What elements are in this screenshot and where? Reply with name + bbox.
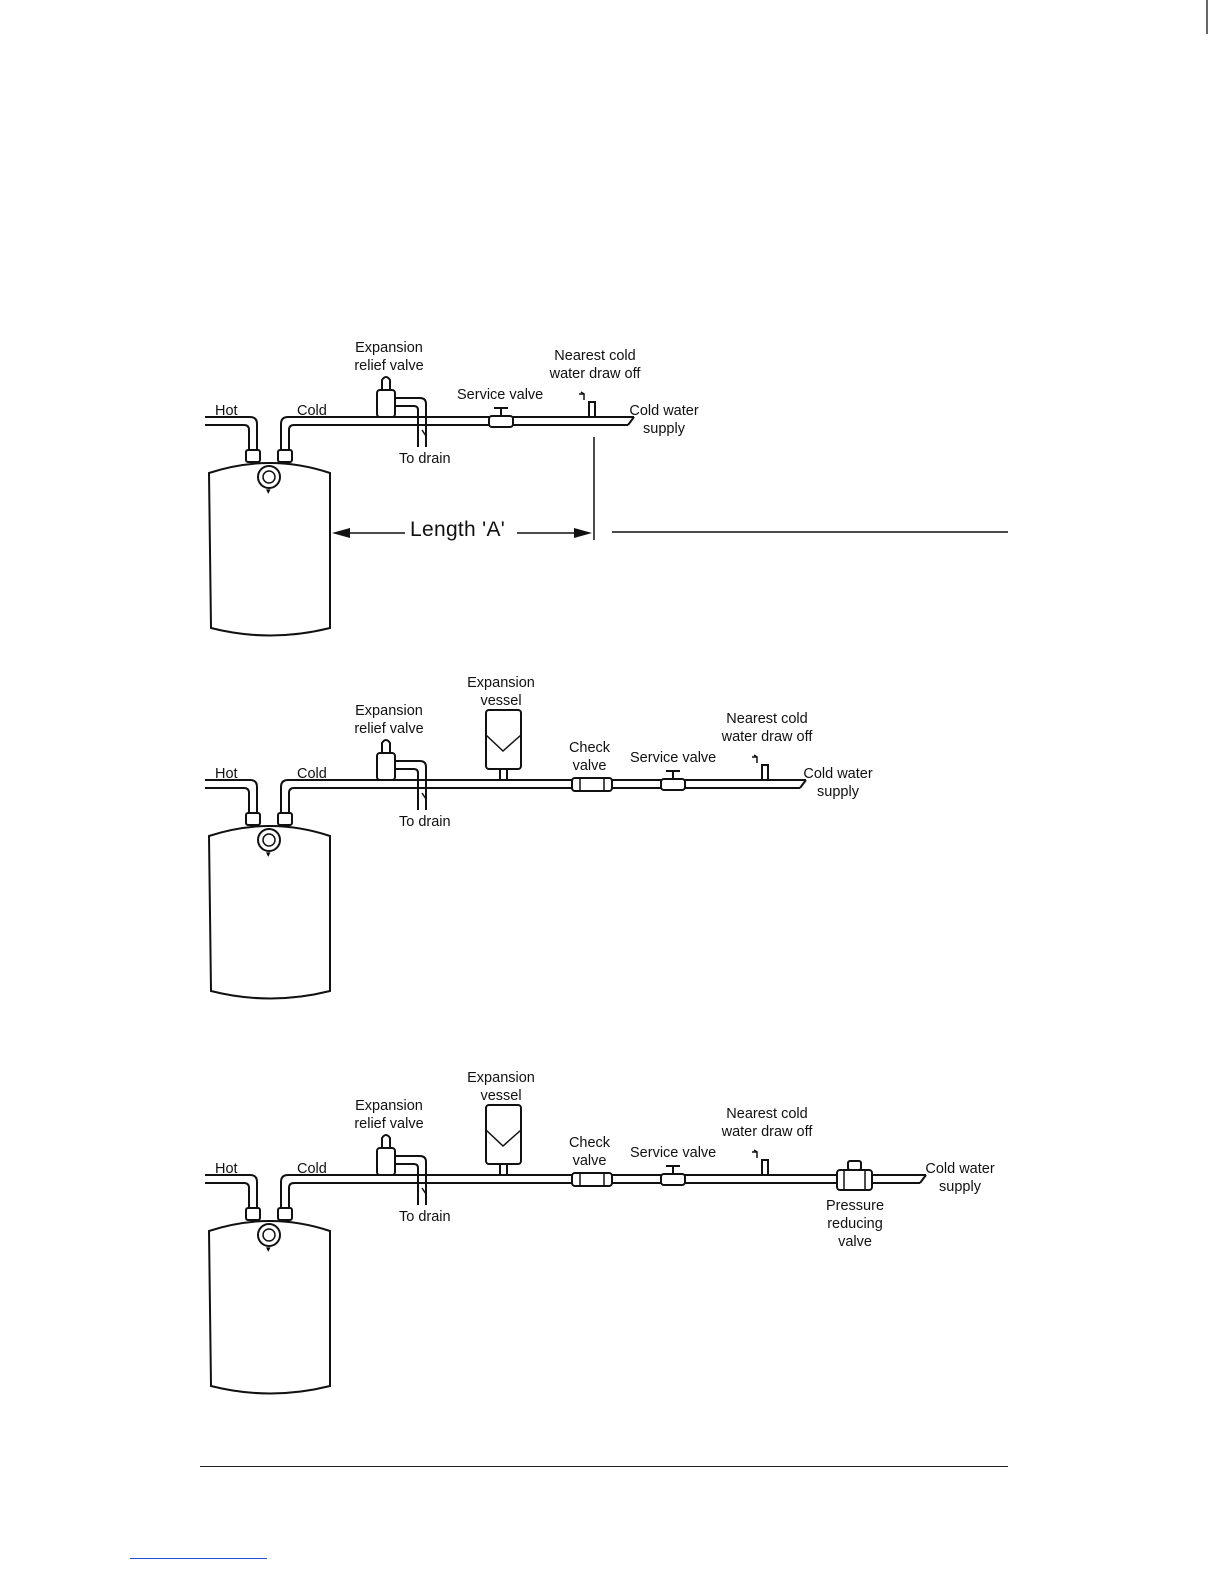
- hot-label: Hot: [215, 766, 238, 782]
- length-a-arrow-left: [332, 528, 350, 538]
- diagram-2-drawing: ▾: [205, 709, 807, 1000]
- hot-pipe: [205, 779, 258, 822]
- cold-label: Cold: [297, 403, 327, 419]
- expansion-vessel-body: [485, 709, 522, 770]
- footer-rule: [200, 1466, 1008, 1467]
- cold-water-supply-label: Cold water supply: [925, 1161, 995, 1195]
- thermostat-dial: [257, 465, 281, 489]
- water-heater-cylinder: [207, 1220, 331, 1395]
- cold-pipe-fitting: [277, 1207, 293, 1221]
- drain-pipe: [395, 760, 427, 810]
- check-valve-body: [571, 777, 613, 792]
- cold-water-supply-label: Cold water supply: [803, 766, 873, 800]
- expansion-vessel-body: [485, 1104, 522, 1165]
- hot-pipe: [205, 416, 258, 459]
- cold-label: Cold: [297, 766, 327, 782]
- page-corner-mark: [1206, 0, 1208, 34]
- hot-pipe-fitting: [245, 449, 261, 463]
- check-valve-label: Check valve: [568, 740, 611, 774]
- service-valve-body: [660, 1173, 686, 1186]
- drain-pipe: [395, 397, 427, 447]
- installation-diagram-with-pressure-reducing-valve: ▾ Hot Cold Expansion relief valve To dra…: [0, 1068, 1224, 1448]
- drain-pipe: [395, 1155, 427, 1205]
- expansion-relief-valve-body: [376, 1147, 396, 1176]
- diagram-1-drawing: ▾: [205, 376, 1008, 637]
- hot-pipe: [205, 1174, 258, 1217]
- expansion-relief-valve-label: Expansion relief valve: [354, 1098, 424, 1132]
- nearest-cold-draw-off-label: Nearest cold water draw off: [549, 348, 641, 382]
- to-drain-label: To drain: [399, 814, 451, 830]
- expansion-relief-valve-body: [376, 389, 396, 418]
- footer-link-underline: [130, 1558, 267, 1559]
- to-drain-label: To drain: [399, 1209, 451, 1225]
- cold-pipe-fitting: [277, 812, 293, 826]
- draw-off-pipe: [761, 764, 769, 780]
- draw-off-pipe: [588, 401, 596, 417]
- pressure-reducing-valve-label: Pressure reducing valve: [825, 1198, 885, 1250]
- expansion-relief-valve-body: [376, 752, 396, 781]
- cold-label: Cold: [297, 1161, 327, 1177]
- installation-diagram-basic: ▾ Hot Cold Expansion relief valve To dra…: [0, 310, 1224, 690]
- cold-pipe: [280, 1174, 927, 1217]
- cold-pipe: [280, 779, 806, 822]
- expansion-vessel-label: Expansion vessel: [467, 1070, 535, 1104]
- hot-pipe-fitting: [245, 1207, 261, 1221]
- pressure-reducing-valve-body: [836, 1169, 873, 1191]
- thermostat-dial: [257, 828, 281, 852]
- cold-water-supply-label: Cold water supply: [629, 403, 699, 437]
- length-a-arrow-right: [574, 528, 592, 538]
- check-valve-label: Check valve: [568, 1135, 611, 1169]
- expansion-vessel-label: Expansion vessel: [467, 675, 535, 709]
- hot-pipe-fitting: [245, 812, 261, 826]
- cold-pipe: [280, 416, 634, 459]
- service-valve-label: Service valve: [630, 750, 717, 766]
- hot-label: Hot: [215, 1161, 238, 1177]
- water-heater-cylinder: [207, 462, 331, 637]
- diagram-3-drawing: ▾: [205, 1104, 927, 1395]
- nearest-cold-draw-off-label: Nearest cold water draw off: [721, 1106, 813, 1140]
- service-valve-label: Service valve: [457, 387, 544, 403]
- service-valve-body: [660, 778, 686, 791]
- length-a-label: Length 'A': [410, 518, 506, 541]
- nearest-cold-draw-off-label: Nearest cold water draw off: [721, 711, 813, 745]
- svg-text:▾: ▾: [266, 850, 271, 860]
- service-valve-label: Service valve: [630, 1145, 717, 1161]
- svg-text:▾: ▾: [266, 487, 271, 497]
- to-drain-label: To drain: [399, 451, 451, 467]
- check-valve-body: [571, 1172, 613, 1187]
- svg-text:▾: ▾: [266, 1245, 271, 1255]
- expansion-relief-valve-label: Expansion relief valve: [354, 703, 424, 737]
- service-valve-body: [488, 415, 514, 428]
- draw-off-pipe: [761, 1159, 769, 1175]
- cold-pipe-fitting: [277, 449, 293, 463]
- water-heater-cylinder: [207, 825, 331, 1000]
- expansion-relief-valve-label: Expansion relief valve: [354, 340, 424, 374]
- thermostat-dial: [257, 1223, 281, 1247]
- installation-diagram-with-expansion-vessel: ▾ Hot Cold Expansion relief valve To dra…: [0, 673, 1224, 1053]
- hot-label: Hot: [215, 403, 238, 419]
